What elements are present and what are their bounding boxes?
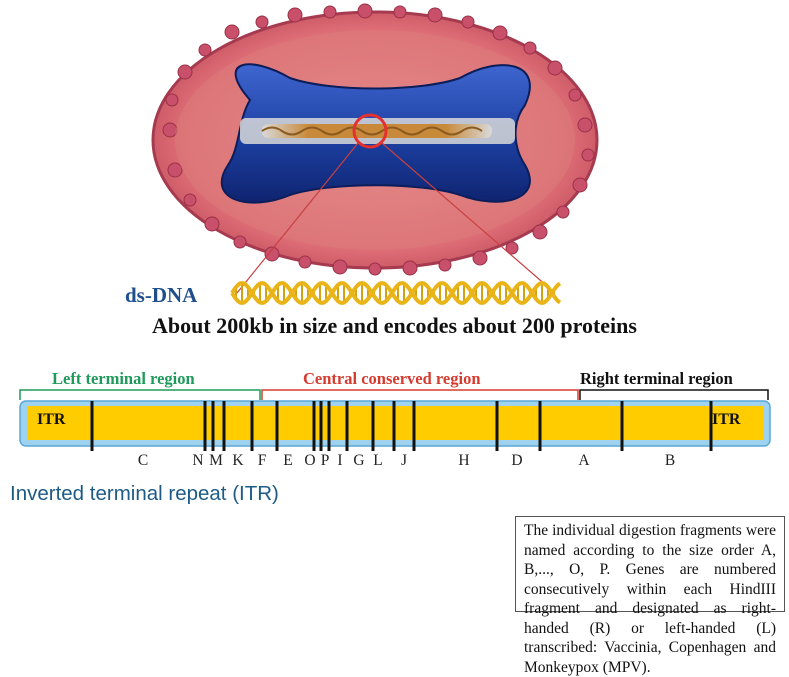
fragment-label-j: J (400, 452, 408, 469)
bracket-right (579, 389, 769, 400)
itr-legend: Inverted terminal repeat (ITR) (10, 482, 279, 505)
fragment-label-f: F (257, 452, 267, 469)
note-text: The individual digestion fragments were … (524, 522, 776, 676)
fragment-label-n: N (192, 452, 204, 469)
fragment-label-c: C (137, 452, 149, 469)
fragment-label-d: D (511, 452, 523, 469)
right-terminal-region-label: Right terminal region (580, 369, 733, 388)
core-dna (261, 124, 492, 138)
dna-helix (230, 280, 562, 306)
left-terminal-region-label: Left terminal region (52, 369, 195, 388)
itr-right-label: ITR (712, 411, 741, 428)
fragment-label-h: H (458, 452, 470, 469)
genome-map (19, 389, 771, 451)
bracket-left (19, 389, 261, 400)
zoom-line-right (381, 142, 556, 294)
fragment-label-p: P (320, 452, 330, 469)
central-conserved-region-label: Central conserved region (303, 369, 481, 388)
fragment-label-g: G (353, 452, 365, 469)
fragment-label-a: A (578, 452, 590, 469)
fragment-label-l: L (373, 452, 383, 469)
note-box: The individual digestion fragments were … (515, 516, 785, 676)
dsdna-label: ds-DNA (125, 283, 198, 307)
fragment-label-i: I (337, 452, 343, 469)
fragment-label-k: K (232, 452, 244, 469)
fragment-label-m: M (209, 452, 223, 469)
fragment-label-o: O (304, 452, 316, 469)
fragment-label-e: E (283, 452, 293, 469)
zoom-line-left (236, 142, 359, 294)
fragment-label-b: B (664, 452, 676, 469)
itr-left-label: ITR (37, 411, 66, 428)
virion-illustration (19, 3, 771, 451)
highlight-ring (352, 113, 388, 149)
bracket-center (261, 389, 579, 400)
genome-size-caption: About 200kb in size and encodes about 20… (152, 313, 637, 338)
